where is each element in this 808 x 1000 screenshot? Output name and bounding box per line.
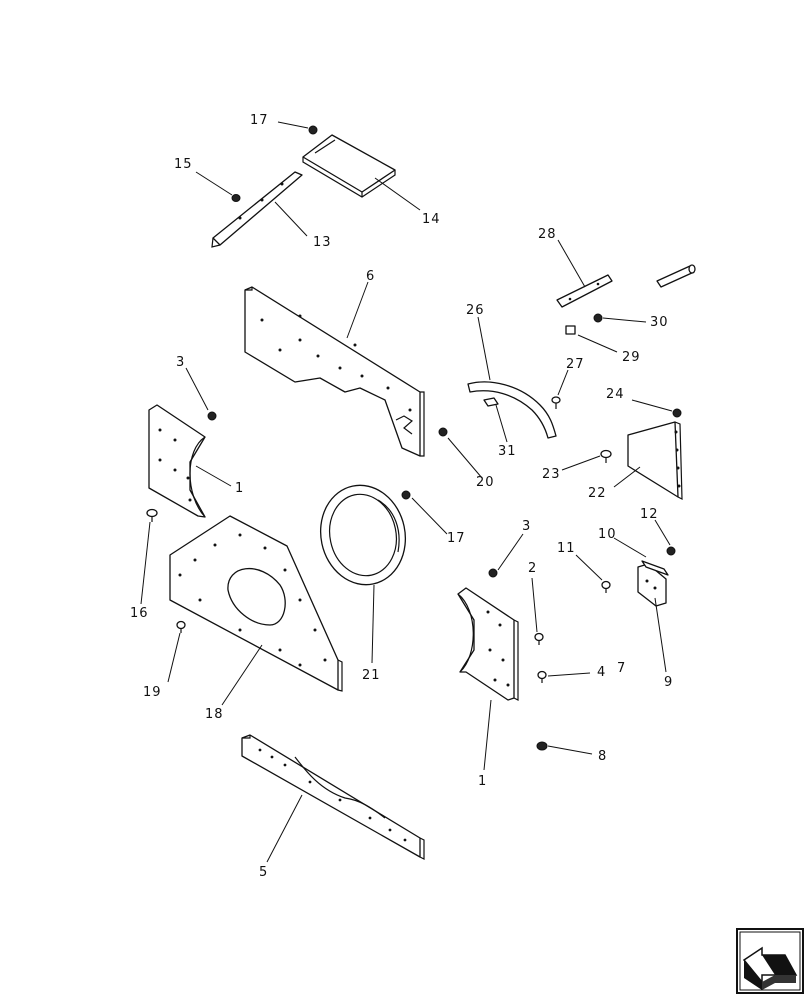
pin <box>656 264 696 288</box>
part-29-clip <box>565 325 576 335</box>
callout-29: 29 <box>622 350 641 365</box>
callout-18: 18 <box>205 707 224 722</box>
callout-5: 5 <box>259 865 268 880</box>
part-12-nut <box>666 546 676 556</box>
part-4-bolt <box>537 670 547 683</box>
callout-10: 10 <box>598 527 617 542</box>
next-page-arrow-icon[interactable] <box>736 928 804 994</box>
callout-6: 6 <box>366 269 375 284</box>
part-16-bolt <box>146 508 158 522</box>
callout-3-right: 3 <box>522 519 531 534</box>
callout-26: 26 <box>466 303 485 318</box>
part-8-nut <box>536 741 548 751</box>
part-19-bolt <box>176 620 186 633</box>
callout-16: 16 <box>130 606 149 621</box>
part-27-bolt <box>551 396 561 409</box>
callout-21: 21 <box>362 668 381 683</box>
part-3-nut-left <box>207 411 217 421</box>
callout-labels: 17 15 14 13 28 6 26 30 29 3 27 24 1 31 2… <box>130 113 673 880</box>
callout-12: 12 <box>640 507 659 522</box>
part-1-right-bracket <box>457 587 519 701</box>
callout-8: 8 <box>598 749 607 764</box>
callout-13: 13 <box>313 235 332 250</box>
callout-19: 19 <box>143 685 162 700</box>
callout-14: 14 <box>422 212 441 227</box>
part-23-bolt <box>600 449 612 463</box>
part-21-ring <box>319 484 407 586</box>
callout-28: 28 <box>538 227 557 242</box>
part-14-plate <box>302 134 396 198</box>
callout-20: 20 <box>476 475 495 490</box>
callout-2: 2 <box>528 561 537 576</box>
part-3-nut-right <box>488 568 498 578</box>
part-31-clip <box>483 397 499 407</box>
callout-24: 24 <box>606 387 625 402</box>
callout-9: 9 <box>664 675 673 690</box>
part-24-nut <box>672 408 682 418</box>
part-15-bolt <box>231 194 241 202</box>
part-2-bolt <box>534 632 544 645</box>
part-28-strip <box>556 274 613 308</box>
part-9-plate <box>637 563 667 607</box>
part-5-bottom-bar <box>241 734 425 860</box>
part-17-nut-mid <box>401 490 411 500</box>
part-1-left-bracket <box>148 404 206 518</box>
callout-31: 31 <box>498 444 517 459</box>
callout-27: 27 <box>566 357 585 372</box>
callout-3-left: 3 <box>176 355 185 370</box>
callout-1-right: 1 <box>478 774 487 789</box>
part-22-plate <box>627 421 683 500</box>
callout-17-mid: 17 <box>447 531 466 546</box>
callout-1-left: 1 <box>235 481 244 496</box>
part-26-curved-strap <box>467 381 557 439</box>
callout-23: 23 <box>542 467 561 482</box>
part-11-bolt <box>601 580 611 593</box>
callout-17-top: 17 <box>250 113 269 128</box>
part-18-large-plate <box>169 515 343 692</box>
part-30-nut <box>593 313 603 323</box>
callout-4: 4 <box>597 665 606 680</box>
callout-15: 15 <box>174 157 193 172</box>
callout-22: 22 <box>588 486 607 501</box>
callout-30: 30 <box>650 315 669 330</box>
part-17-nut-top <box>308 125 318 135</box>
part-13-bracket <box>211 171 303 248</box>
leader-lines <box>140 121 673 863</box>
part-10-strip <box>641 560 669 576</box>
part-6-side-panel <box>244 286 425 457</box>
callout-7: 7 <box>617 661 626 676</box>
part-20-nut <box>438 427 448 437</box>
callout-11: 11 <box>557 541 576 556</box>
